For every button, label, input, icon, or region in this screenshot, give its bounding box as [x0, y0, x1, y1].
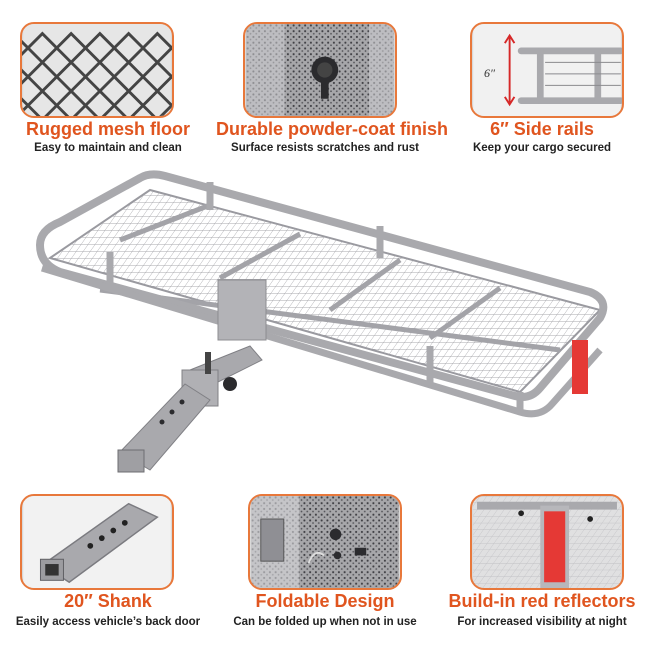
side-rails-image	[470, 22, 624, 118]
mesh-pattern-icon	[22, 24, 172, 116]
feature-title: Foldable Design	[255, 591, 395, 611]
bolt-icon	[246, 24, 394, 116]
feature-title: 6″ Side rails	[490, 119, 594, 139]
reflector-image	[470, 494, 624, 590]
measure-label: 6″	[484, 66, 495, 80]
feature-reflectors: Build-in red reflectors For increased vi…	[434, 490, 650, 650]
reflector-icon	[572, 340, 588, 394]
feature-shank: 20″ Shank Easily access vehicle’s back d…	[0, 490, 216, 650]
feature-subtitle: Easily access vehicle’s back door	[15, 616, 201, 628]
reflector-closeup-icon	[473, 496, 621, 588]
feature-powder-coat: Durable powder-coat finish Surface resis…	[216, 0, 449, 160]
feature-side-rails: 6″ 6″ Side rails Keep your cargo secured	[434, 0, 650, 160]
feature-title: Durable powder-coat finish	[216, 119, 449, 139]
feature-foldable: Foldable Design Can be folded up when no…	[216, 490, 434, 650]
feature-mesh-floor: Rugged mesh floor Easy to maintain and c…	[0, 0, 216, 160]
feature-subtitle: Can be folded up when not in use	[233, 616, 417, 628]
folding-hinge-image	[248, 494, 402, 590]
shank-image	[20, 494, 174, 590]
feature-title: 20″ Shank	[64, 591, 152, 611]
cargo-carrier-icon	[35, 170, 608, 473]
feature-subtitle: Surface resists scratches and rust	[231, 142, 419, 154]
feature-title: Rugged mesh floor	[25, 119, 190, 139]
shank-icon	[23, 496, 171, 588]
side-rail-icon	[473, 24, 622, 116]
feature-subtitle: For increased visibility at night	[457, 616, 627, 628]
feature-subtitle: Easy to maintain and clean	[34, 142, 182, 154]
feature-subtitle: Keep your cargo secured	[472, 142, 612, 154]
cargo-carrier-image	[0, 160, 650, 480]
feature-title: Build-in red reflectors	[448, 591, 636, 611]
powder-coat-image	[243, 22, 397, 118]
hinge-icon	[251, 496, 399, 588]
mesh-floor-image	[20, 22, 174, 118]
